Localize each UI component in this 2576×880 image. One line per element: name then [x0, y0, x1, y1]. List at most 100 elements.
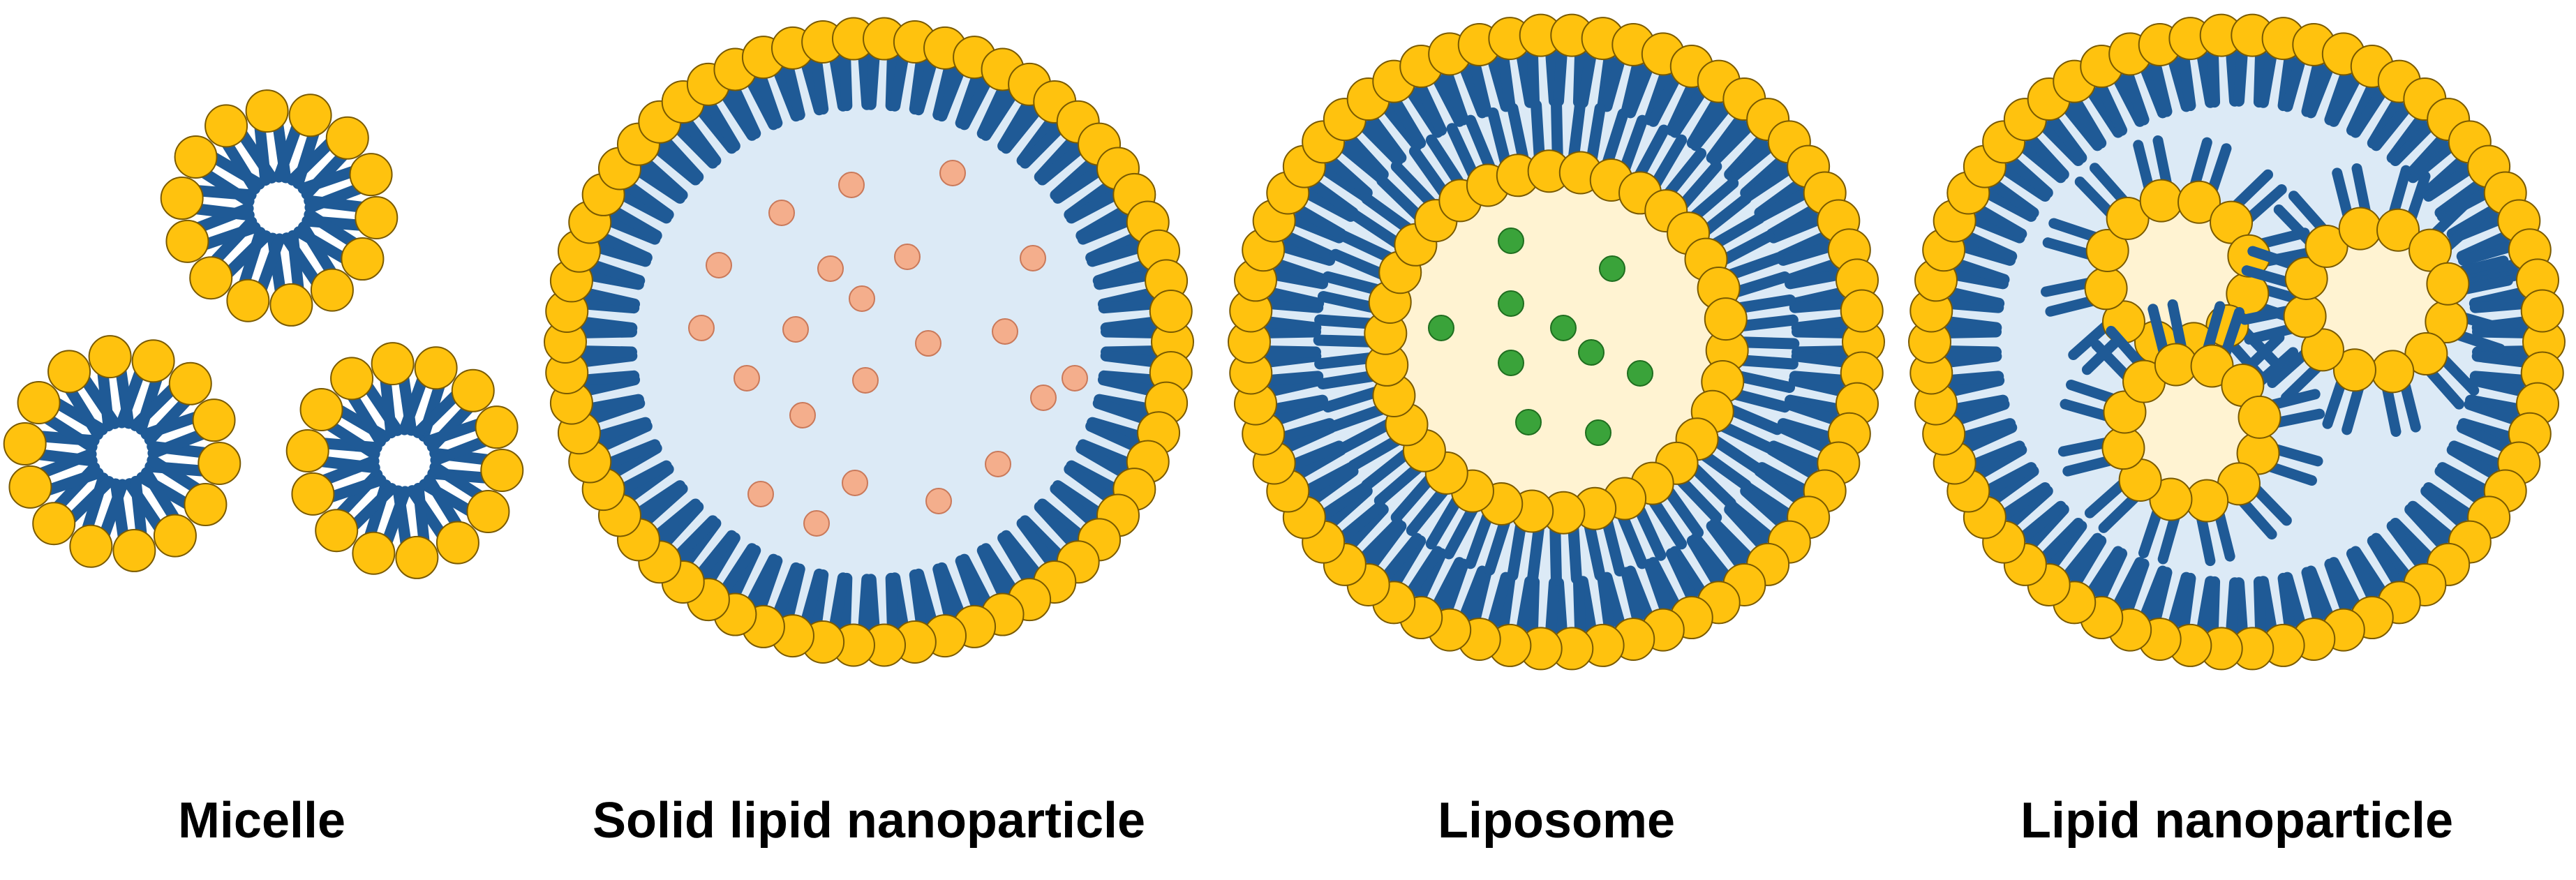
- sln-payload: [688, 160, 1088, 537]
- lipid-head: [189, 256, 233, 300]
- aqueous-compartment: [2240, 163, 2513, 437]
- lipid-head: [2106, 196, 2150, 240]
- lipid-head: [88, 335, 132, 379]
- aqueous-core: [2111, 206, 2244, 338]
- lipid-head: [184, 483, 228, 527]
- lipid-head: [17, 380, 61, 424]
- lipid-head: [2371, 350, 2415, 394]
- lipid-core: [586, 59, 1152, 625]
- lipid-head: [1149, 289, 1193, 333]
- payload-particle: [1515, 409, 1542, 435]
- lipid-head: [131, 339, 175, 383]
- lipid-head: [198, 441, 241, 485]
- lipid-head: [480, 448, 524, 492]
- lipid-head: [288, 94, 332, 137]
- lipid-head: [47, 350, 91, 394]
- lipid-head: [352, 531, 396, 575]
- lipid-head: [475, 405, 519, 449]
- lipid-head: [2332, 348, 2376, 392]
- payload-particle: [1578, 339, 1605, 366]
- lipid-head: [153, 514, 197, 558]
- payload-particle: [734, 365, 760, 391]
- lipid-head: [466, 490, 510, 534]
- lipid-head: [2084, 267, 2128, 311]
- payload-particle: [747, 481, 774, 507]
- payload-particle: [939, 160, 966, 186]
- lipid-head: [160, 177, 204, 221]
- payload-particle: [849, 285, 875, 312]
- micelle: [160, 89, 399, 327]
- liposome-payload: [1428, 228, 1653, 446]
- payload-particle: [894, 244, 921, 270]
- payload-particle: [915, 330, 941, 357]
- lipid-head: [315, 509, 359, 553]
- payload-particle: [1020, 245, 1046, 271]
- lipid-head: [341, 237, 385, 281]
- lipid-head: [2520, 289, 2564, 333]
- payload-particle: [1585, 419, 1611, 446]
- lipid-head: [2139, 179, 2183, 223]
- aqueous-compartment: [2041, 135, 2314, 409]
- lipid-head: [2283, 294, 2327, 338]
- payload-particle: [789, 402, 816, 428]
- payload-particle: [782, 316, 809, 343]
- lipid-head: [414, 346, 458, 390]
- label-sln: Solid lipid nanoparticle: [592, 793, 1146, 849]
- lipid-head: [285, 429, 329, 473]
- micelle: [285, 342, 524, 579]
- payload-particle: [992, 318, 1018, 345]
- micelle: [3, 335, 241, 572]
- lipid-head: [269, 283, 313, 327]
- aqueous-core: [2129, 370, 2254, 495]
- lipid-nanoparticle-icon: [1908, 13, 2566, 671]
- lipid-head: [291, 472, 335, 516]
- lipid-head: [310, 268, 354, 312]
- lipid-head: [349, 153, 393, 197]
- lipid-head: [2085, 228, 2129, 272]
- payload-particle: [1498, 290, 1524, 317]
- lipid-head: [2376, 208, 2420, 252]
- payload-particle: [1627, 360, 1653, 387]
- payload-particle: [1030, 385, 1057, 411]
- payload-particle: [852, 367, 879, 394]
- payload-particle: [688, 315, 715, 341]
- aqueous-compartment: [2057, 299, 2325, 567]
- lipid-head: [330, 357, 374, 401]
- micelle-icon: [3, 89, 524, 579]
- lipid-head: [2404, 332, 2448, 376]
- lipid-head: [3, 422, 47, 466]
- solid-lipid-nanoparticle-icon: [544, 17, 1194, 667]
- lipid-head: [192, 398, 236, 442]
- lipid-head: [435, 521, 479, 565]
- lipid-head: [355, 195, 399, 239]
- liposome-icon: [1228, 13, 1885, 671]
- lipid-head: [8, 465, 52, 509]
- lipid-head: [165, 219, 209, 263]
- label-liposome: Liposome: [1437, 793, 1676, 849]
- payload-particle: [768, 200, 795, 226]
- payload-particle: [985, 451, 1011, 477]
- lipid-head: [245, 89, 289, 133]
- lipid-head: [2338, 207, 2382, 251]
- lipid-head: [2409, 228, 2452, 272]
- lipid-head: [168, 361, 212, 405]
- lipid-head: [325, 116, 369, 160]
- lipid-head: [371, 342, 415, 386]
- payload-particle: [1428, 315, 1454, 341]
- lipid-head: [226, 278, 270, 322]
- lipid-head: [1704, 297, 1748, 341]
- lipid-head: [299, 387, 343, 431]
- lipid-head: [32, 502, 76, 546]
- payload-particle: [706, 252, 732, 278]
- label-micelle: Micelle: [177, 793, 346, 849]
- payload-particle: [803, 510, 830, 537]
- payload-particle: [1498, 228, 1524, 254]
- lipid-head: [2300, 328, 2344, 372]
- lipid-head: [2177, 180, 2221, 224]
- payload-particle: [838, 172, 865, 198]
- lipid-head: [395, 535, 439, 579]
- lipid-head: [451, 368, 495, 412]
- aqueous-core: [2310, 234, 2443, 366]
